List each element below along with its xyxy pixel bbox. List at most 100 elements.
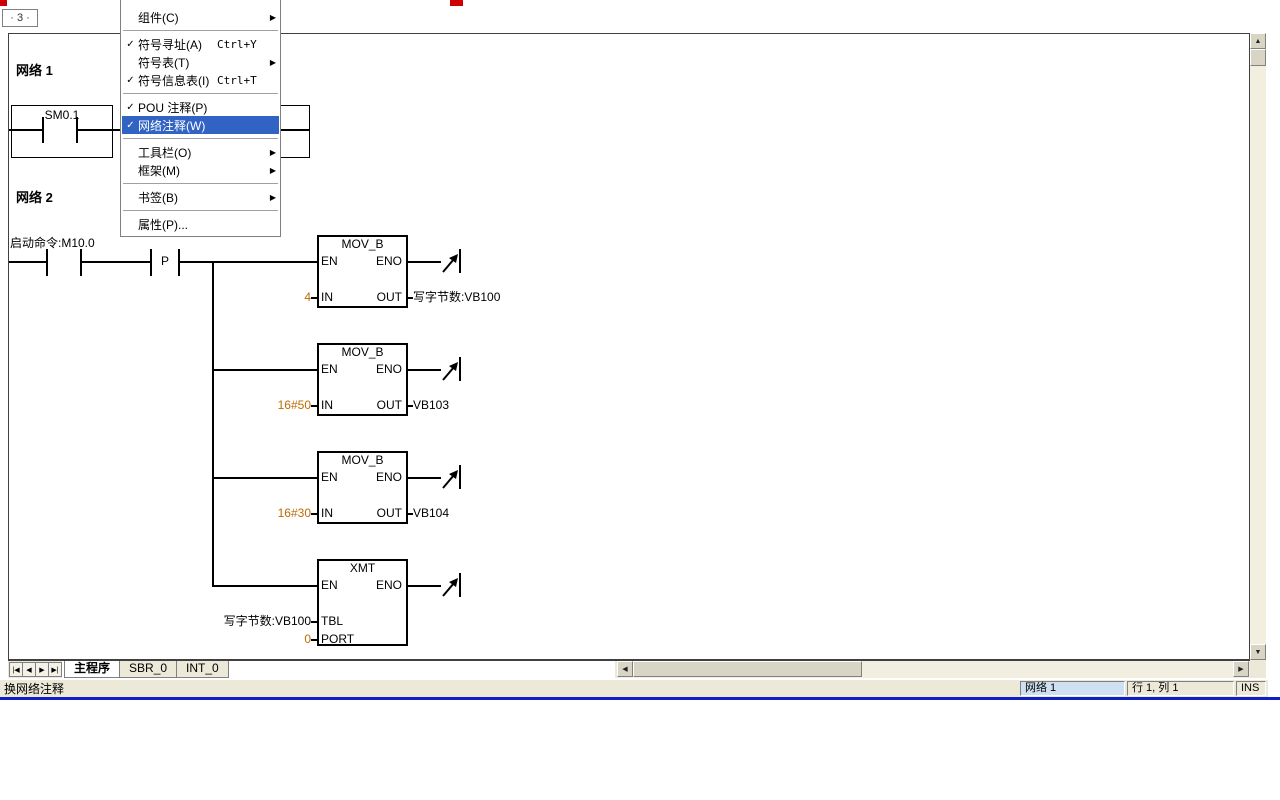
pin-label-out: OUT (319, 398, 402, 412)
pin-stub (311, 639, 317, 641)
menu-item[interactable]: 工具栏(O) ▶ (122, 143, 279, 161)
operand-value[interactable]: 写字节数:VB100 (413, 290, 500, 304)
network1-label: 网络 1 (16, 64, 53, 78)
constant-value[interactable]: 16#30 (201, 506, 311, 520)
menu-separator (121, 134, 280, 143)
constant-value[interactable]: 4 (201, 290, 311, 304)
pin-label-out: OUT (319, 290, 402, 304)
menu-item[interactable]: 属性(P)... (122, 215, 279, 233)
open-wire-arrow-icon (441, 572, 465, 598)
operand-value[interactable]: 写字节数:VB100 (201, 614, 311, 628)
menu-item-label: 属性(P)... (138, 216, 217, 233)
pin-label-eno: ENO (319, 362, 402, 376)
pou-nav-first[interactable]: |◀ (9, 662, 23, 677)
cell-edge (281, 105, 310, 106)
pulse-contact-label: P (152, 254, 178, 268)
contact-bar-icon[interactable] (46, 249, 48, 276)
status-ins-mode: INS (1236, 681, 1266, 696)
wire-segment (9, 129, 42, 131)
menu-item[interactable]: ✓网络注释(W) (122, 116, 279, 134)
pin-label-out: OUT (319, 506, 402, 520)
operand-value[interactable]: VB103 (413, 398, 449, 412)
block-title: MOV_B (317, 237, 408, 251)
scroll-down-button[interactable]: ▼ (1250, 644, 1266, 660)
pin-label-eno: ENO (319, 254, 402, 268)
scroll-left-button[interactable]: ◀ (617, 661, 633, 677)
pin-label-eno: ENO (319, 578, 402, 592)
submenu-arrow-icon: ▶ (267, 148, 279, 157)
horizontal-scroll-thumb[interactable] (633, 661, 862, 677)
menu-item[interactable]: 框架(M) ▶ (122, 161, 279, 179)
status-cursor-position: 行 1, 列 1 (1127, 681, 1234, 696)
red-artifact (0, 0, 7, 6)
pou-tabs: 主程序SBR_0INT_0 (64, 661, 228, 678)
submenu-arrow-icon: ▶ (267, 166, 279, 175)
submenu-arrow-icon: ▶ (267, 13, 279, 22)
menu-item-label: 符号信息表(I) (138, 72, 217, 89)
wire-segment (180, 261, 318, 263)
window-edge (0, 697, 1280, 700)
pou-nav-last[interactable]: ▶| (48, 662, 62, 677)
menu-item[interactable]: ✓POU 注释(P) (122, 98, 279, 116)
menu-item-label: 符号寻址(A) (138, 36, 217, 53)
constant-value[interactable]: 0 (201, 632, 311, 646)
pin-stub (311, 405, 317, 407)
wire-segment (281, 129, 309, 131)
tab-主程序[interactable]: 主程序 (64, 661, 120, 678)
submenu-arrow-icon: ▶ (267, 193, 279, 202)
submenu-arrow-icon: ▶ (267, 58, 279, 67)
pin-label-port: PORT (321, 632, 354, 646)
eno-wire (408, 585, 441, 587)
menu-separator (121, 179, 280, 188)
contact-bar-icon[interactable] (42, 117, 44, 143)
tab-SBR_0[interactable]: SBR_0 (119, 661, 177, 678)
pin-stub (408, 513, 413, 515)
operand-value[interactable]: VB104 (413, 506, 449, 520)
menu-item-label: 工具栏(O) (138, 144, 217, 161)
menu-item-label: 网络注释(W) (138, 117, 217, 134)
tab-INT_0[interactable]: INT_0 (176, 661, 229, 678)
pou-nav: |◀◀▶▶| (9, 662, 61, 677)
menu-item[interactable]: ✓符号信息表(I)Ctrl+T (122, 71, 279, 89)
scroll-up-button[interactable]: ▲ (1250, 33, 1266, 49)
zoom-box[interactable]: · 3 · (2, 9, 38, 27)
block-title: XMT (317, 561, 408, 575)
pou-nav-prev[interactable]: ◀ (22, 662, 36, 677)
block-title: MOV_B (317, 345, 408, 359)
status-network: 网络 1 (1020, 681, 1125, 696)
scroll-right-button[interactable]: ▶ (1233, 661, 1249, 677)
open-wire-arrow-icon (441, 248, 465, 274)
arrow-down-icon: ▼ (1255, 649, 1262, 656)
vertical-scroll-thumb[interactable] (1250, 49, 1266, 66)
status-message: 换网络注释 (4, 682, 64, 696)
menu-shortcut: Ctrl+T (217, 74, 267, 87)
network2-label: 网络 2 (16, 191, 53, 205)
arrow-left-icon: ◀ (622, 666, 627, 673)
menu-item[interactable]: 组件(C)▶ (122, 8, 279, 26)
menu-item-label: POU 注释(P) (138, 99, 217, 116)
pou-nav-next[interactable]: ▶ (35, 662, 49, 677)
cell-edge (309, 105, 310, 158)
menu-item-label: 符号表(T) (138, 54, 217, 71)
menu-item[interactable]: ✓符号寻址(A)Ctrl+Y (122, 35, 279, 53)
constant-value[interactable]: 16#50 (201, 398, 311, 412)
menu-separator (121, 206, 280, 215)
menu-separator (121, 26, 280, 35)
scrollbar-corner (1250, 660, 1266, 678)
vertical-scrollbar[interactable] (1250, 33, 1266, 660)
menu-separator (121, 89, 280, 98)
menu-item-label: 框架(M) (138, 162, 217, 179)
status-bar: 换网络注释 网络 1 行 1, 列 1 INS (0, 680, 1268, 697)
pin-stub (311, 513, 317, 515)
wire-segment (82, 261, 150, 263)
menu-item-label: 书签(B) (138, 189, 217, 206)
menu-item[interactable]: 书签(B) ▶ (122, 188, 279, 206)
pin-label-eno: ENO (319, 470, 402, 484)
branch-wire (212, 585, 318, 587)
menu-item[interactable]: 符号表(T) ▶ (122, 53, 279, 71)
branch-wire (212, 477, 318, 479)
pin-stub (408, 297, 413, 299)
branch-wire (212, 369, 318, 371)
open-wire-arrow-icon (441, 356, 465, 382)
cell-edge (281, 157, 310, 158)
